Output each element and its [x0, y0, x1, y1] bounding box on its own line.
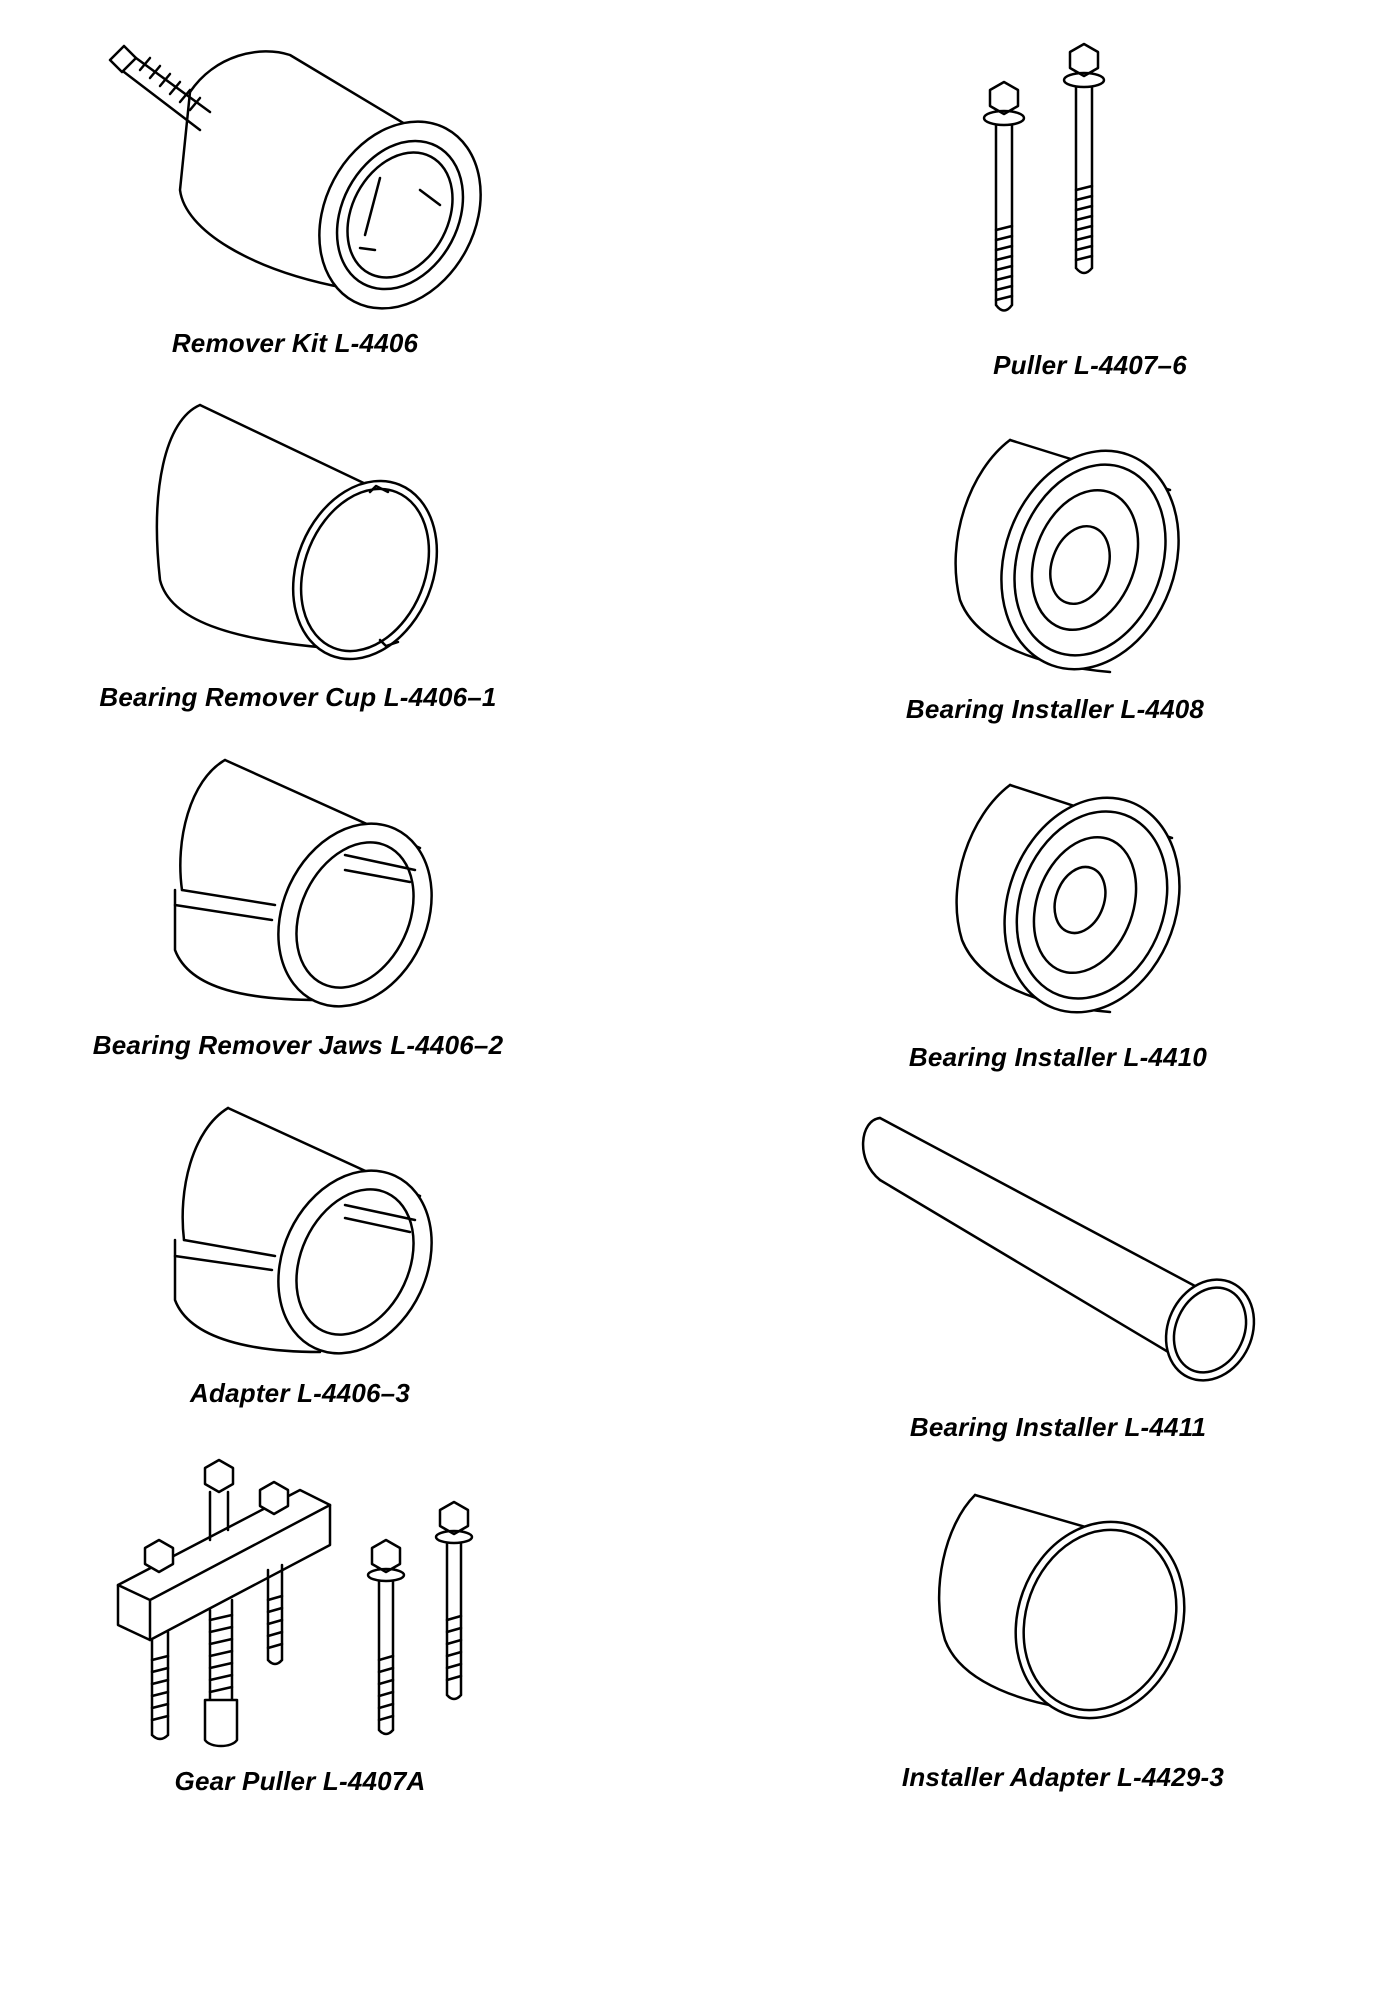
bearing-installer-4411-illustration	[861, 1116, 1256, 1382]
installer-adapter-illustration	[937, 1493, 1186, 1720]
bearing-remover-cup-illustration	[155, 403, 439, 661]
remover-kit-illustration	[108, 44, 482, 310]
bearing-installer-4410-illustration	[955, 783, 1181, 1014]
caption-remover-kit: Remover Kit L-4406	[171, 328, 419, 358]
caption-puller: Puller L-4407–6	[993, 350, 1187, 380]
bearing-installer-4408-illustration	[954, 438, 1180, 674]
caption-bearing-remover-cup: Bearing Remover Cup L-4406–1	[99, 682, 497, 712]
caption-adapter: Adapter L-4406–3	[190, 1378, 410, 1408]
puller-bolts-illustration	[982, 42, 1106, 312]
caption-bearing-installer-4408: Bearing Installer L-4408	[905, 694, 1205, 724]
gear-puller-illustration	[116, 1458, 474, 1748]
caption-bearing-installer-4410: Bearing Installer L-4410	[908, 1042, 1208, 1072]
caption-bearing-installer-4411: Bearing Installer L-4411	[909, 1412, 1207, 1442]
caption-gear-puller: Gear Puller L-4407A	[174, 1766, 426, 1796]
adapter-illustration	[173, 1106, 433, 1355]
caption-bearing-remover-jaws: Bearing Remover Jaws L-4406–2	[92, 1030, 504, 1060]
bearing-remover-jaws-illustration	[173, 758, 433, 1008]
caption-installer-adapter: Installer Adapter L-4429-3	[901, 1762, 1225, 1792]
